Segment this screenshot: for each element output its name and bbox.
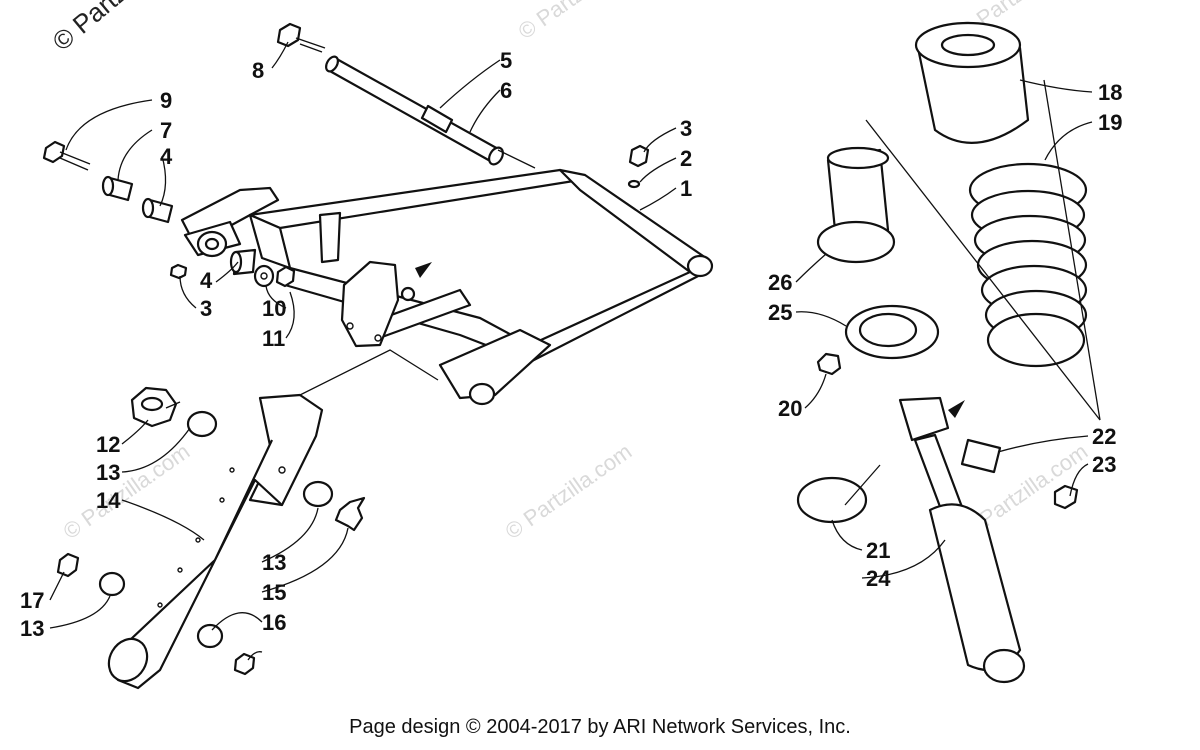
callout-label: 20	[778, 396, 802, 421]
callout-label: 3	[200, 296, 212, 321]
shaft-5-6	[325, 55, 536, 169]
washer-21	[796, 476, 868, 524]
callout-label: 5	[500, 48, 512, 73]
callout-label: 15	[262, 580, 286, 605]
leader-lines	[49, 41, 1101, 661]
callout-label: 17	[20, 588, 44, 613]
bushing-22	[960, 438, 1002, 474]
corner-watermark: © Partzilla	[47, 0, 158, 57]
limiter-strap-14	[107, 393, 324, 690]
tiled-watermark: © Partzilla.com	[501, 439, 637, 545]
callout-label: 4	[160, 144, 173, 169]
callout-label: 24	[866, 566, 891, 591]
copyright-footer: Page design © 2004-2017 by ARI Network S…	[349, 716, 851, 738]
knob-12	[130, 386, 181, 428]
shock-assembly	[796, 21, 1088, 684]
bushing-7	[101, 175, 134, 202]
spring-19	[968, 162, 1088, 368]
callout-label: 18	[1098, 80, 1122, 105]
bushing-4	[141, 197, 174, 224]
callout-label: 7	[160, 118, 172, 143]
bolt-17	[56, 552, 80, 578]
washer-13	[302, 480, 334, 508]
callout-label: 26	[768, 270, 792, 295]
tiled-watermark: © Partzilla.com	[514, 0, 650, 44]
callout-label: 8	[252, 58, 264, 83]
callout-label: 16	[262, 610, 286, 635]
callout-label: 10	[262, 296, 286, 321]
nut-20	[816, 352, 842, 376]
washer-13	[196, 623, 224, 649]
callout-label: 1	[680, 176, 692, 201]
swing-arm-frame-1	[169, 144, 714, 406]
callout-label: 3	[680, 116, 692, 141]
pointer-arrow	[948, 400, 965, 418]
callout-label: 11	[262, 326, 285, 351]
bolt-9	[42, 140, 91, 171]
callout-label: 21	[866, 538, 890, 563]
callout-label: 4	[200, 268, 213, 293]
callout-labels: 8 5 6 9 7 4 3 2 1 4 3 10 11 12 13 14 13 …	[20, 48, 1122, 641]
bolt-8	[276, 22, 326, 53]
callout-label: 13	[96, 460, 120, 485]
bolt-23	[1053, 484, 1079, 510]
washer-13	[186, 410, 218, 438]
spring-retainer-26	[816, 146, 896, 264]
pointer-arrow	[415, 262, 432, 278]
shock-body-24	[898, 396, 1026, 684]
callout-label: 22	[1092, 424, 1116, 449]
callout-label: 2	[680, 146, 692, 171]
swing-arm-assembly	[42, 22, 714, 690]
callout-label: 19	[1098, 110, 1122, 135]
callout-label: 6	[500, 78, 512, 103]
washer-25	[858, 312, 918, 348]
callout-label: 23	[1092, 452, 1116, 477]
washer-13	[98, 571, 126, 597]
tiled-watermark: © Partzilla.com	[59, 439, 195, 545]
callout-label: 9	[160, 88, 172, 113]
callout-label: 14	[96, 488, 121, 513]
callout-label: 13	[20, 616, 44, 641]
callout-label: 25	[768, 300, 792, 325]
callout-label: 12	[96, 432, 120, 457]
callout-label: 13	[262, 550, 286, 575]
wing-nut-15	[334, 496, 366, 532]
